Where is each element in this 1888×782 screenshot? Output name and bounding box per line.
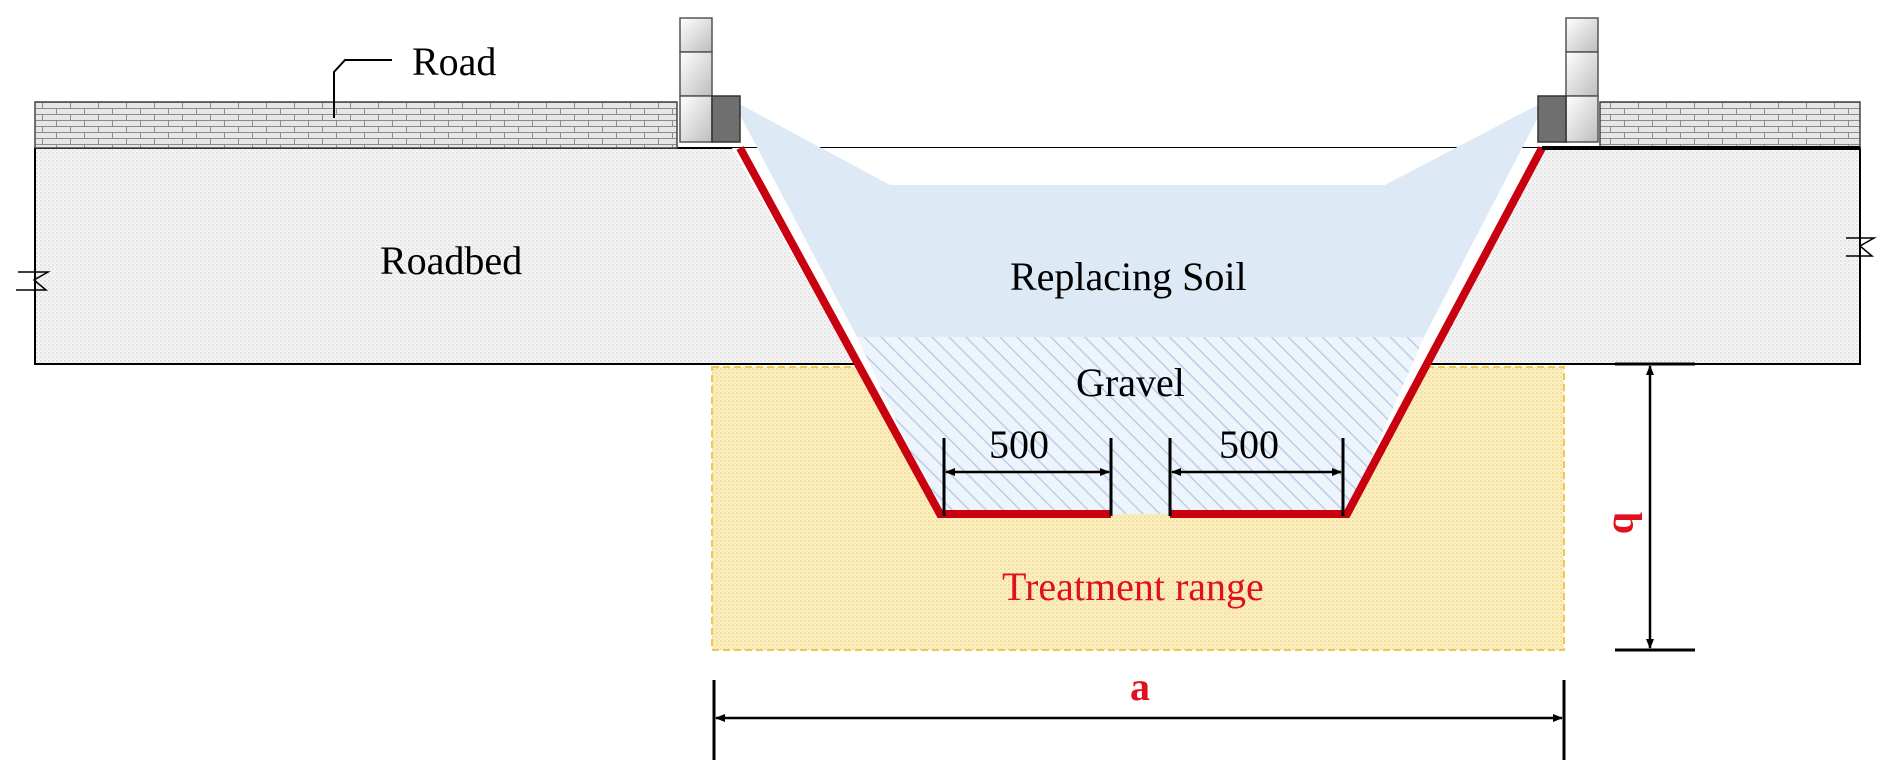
dim-a-label: a <box>1130 664 1150 709</box>
road-leader-line <box>333 59 392 118</box>
roadbed-label: Roadbed <box>380 238 522 283</box>
geomembrane-right <box>1170 146 1546 518</box>
geomembrane-left <box>736 146 1111 518</box>
road-pavement-right <box>1599 101 1861 149</box>
road-label: Road <box>412 39 496 84</box>
replacing-soil-label: Replacing Soil <box>1010 254 1247 299</box>
gravel-label: Gravel <box>1076 360 1185 405</box>
dimension-500-right <box>1168 438 1345 516</box>
dimension-500-left <box>942 438 1113 516</box>
dimension-b <box>1615 362 1695 652</box>
dimension-a <box>712 680 1566 760</box>
dim-500-left-label: 500 <box>989 422 1049 467</box>
road-pavement-left <box>34 101 678 149</box>
dim-500-right-label: 500 <box>1219 422 1279 467</box>
replacing-soil-zone <box>732 100 1547 337</box>
break-symbol-right <box>1846 237 1877 257</box>
curb-left <box>679 17 741 143</box>
curb-right <box>1537 17 1599 143</box>
treatment-range-label: Treatment range <box>1002 564 1264 609</box>
break-symbol-left <box>16 271 51 291</box>
dim-b-label: b <box>1605 512 1650 534</box>
